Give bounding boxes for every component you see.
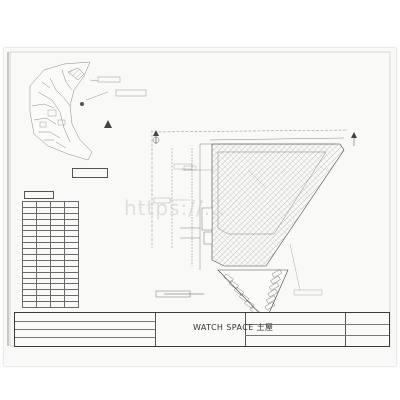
table-row (22, 201, 79, 208)
parking-stall (270, 275, 281, 285)
north-arrow-icon (152, 130, 160, 144)
parking-lot (217, 269, 289, 321)
table-row (22, 206, 79, 214)
parking-stall (268, 282, 280, 291)
parking-stall (271, 269, 283, 278)
parking-stall (267, 288, 278, 298)
entrance-block (203, 231, 213, 245)
table-row (22, 242, 79, 250)
parcel-table (22, 201, 79, 309)
table-cell (64, 218, 79, 226)
building-footprint-crosshatch (212, 144, 340, 266)
table-row (22, 230, 79, 238)
parking-stall (223, 273, 234, 283)
title-block-company-cell (155, 313, 246, 346)
parking-stall (264, 301, 276, 311)
parking-stall (244, 299, 255, 309)
table-cell (64, 236, 79, 244)
table-cell (36, 301, 51, 309)
table-row (22, 301, 79, 309)
title-block-number-cell (345, 313, 389, 346)
table-cell (64, 201, 79, 208)
table-cell (64, 230, 79, 238)
title-block-notes (15, 313, 156, 346)
parcel-table-caption (24, 191, 54, 199)
table-row (22, 224, 79, 232)
table-cell (64, 206, 79, 214)
scale-bar (155, 290, 204, 298)
table-cell (50, 301, 65, 309)
table-cell (64, 242, 79, 250)
table-row (22, 248, 79, 256)
watermark: https://... (124, 196, 226, 220)
table-cell (64, 224, 79, 232)
site-plan-drawing (7, 51, 391, 347)
north-arrow-icon (351, 132, 357, 146)
table-row (22, 218, 79, 226)
table-row (22, 212, 79, 220)
table-cell (64, 212, 79, 220)
parking-stall (266, 295, 277, 304)
building-inner-outline (217, 151, 327, 235)
parking-stall (233, 286, 245, 296)
location-map-caption (72, 168, 108, 178)
table-cell (64, 301, 79, 309)
parking-stalls (223, 269, 283, 316)
company-name: WATCH SPACE 土屋 (193, 323, 274, 332)
table-cell (22, 301, 37, 309)
location-map (29, 61, 147, 161)
title-block: WATCH SPACE 土屋 (14, 312, 390, 347)
entrance-block (201, 207, 213, 231)
parking-stall (228, 280, 239, 290)
table-row (22, 236, 79, 244)
leader-lines (153, 163, 323, 296)
table-cell (64, 248, 79, 256)
parking-stall (239, 293, 250, 303)
title-block-project-cell (245, 313, 346, 346)
map-north-arrow-icon (104, 120, 112, 128)
drawing-sheet: WATCH SPACE 土屋 https://... (4, 48, 396, 366)
